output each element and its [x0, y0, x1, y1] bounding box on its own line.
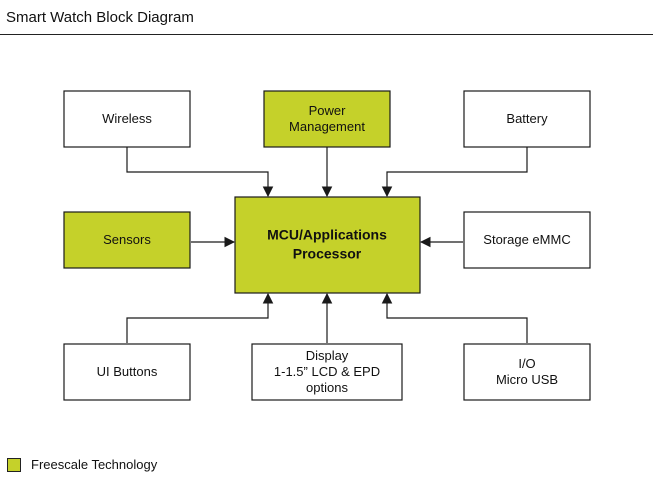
display-label-line: Display [306, 348, 349, 363]
io-label-line: Micro USB [496, 372, 558, 387]
title-rule [0, 34, 653, 35]
edge-ui-to-mcu [126, 292, 274, 343]
edge-io-to-mcu [381, 292, 528, 343]
ui-label-line: UI Buttons [97, 364, 158, 379]
battery-label-line: Battery [506, 111, 548, 126]
diagram-title: Smart Watch Block Diagram [6, 9, 194, 26]
node-ui-buttons: UI Buttons [63, 343, 191, 401]
io-label-line: I/O [518, 356, 535, 371]
node-sensors: Sensors [63, 211, 191, 269]
svg-text:Battery: Battery [506, 111, 548, 126]
sensors-label-line: Sensors [103, 232, 151, 247]
svg-text:Storage eMMC: Storage eMMC [483, 232, 570, 247]
svg-text:UI Buttons: UI Buttons [97, 364, 158, 379]
mcu-label-line: MCU/Applications [267, 227, 387, 243]
node-wireless: Wireless [63, 90, 191, 148]
edge-battery-to-mcu [381, 147, 528, 198]
edge-wireless-to-mcu [126, 147, 274, 198]
mcu-label-line: Processor [293, 246, 362, 262]
svg-text:Sensors: Sensors [103, 232, 151, 247]
connectors [126, 147, 528, 343]
svg-text:Wireless: Wireless [102, 111, 152, 126]
node-storage: Storage eMMC [463, 211, 591, 269]
power-label-line: Power [309, 103, 347, 118]
legend: Freescale Technology [7, 457, 157, 472]
legend-label: Freescale Technology [31, 457, 158, 472]
display-label-line: options [306, 380, 348, 395]
node-battery: Battery [463, 90, 591, 148]
legend-swatch [7, 457, 21, 472]
wireless-label-line: Wireless [102, 111, 152, 126]
power-label-line: Management [289, 119, 365, 134]
storage-label-line: Storage eMMC [483, 232, 570, 247]
display-label-line: 1-1.5” LCD & EPD [274, 364, 380, 379]
